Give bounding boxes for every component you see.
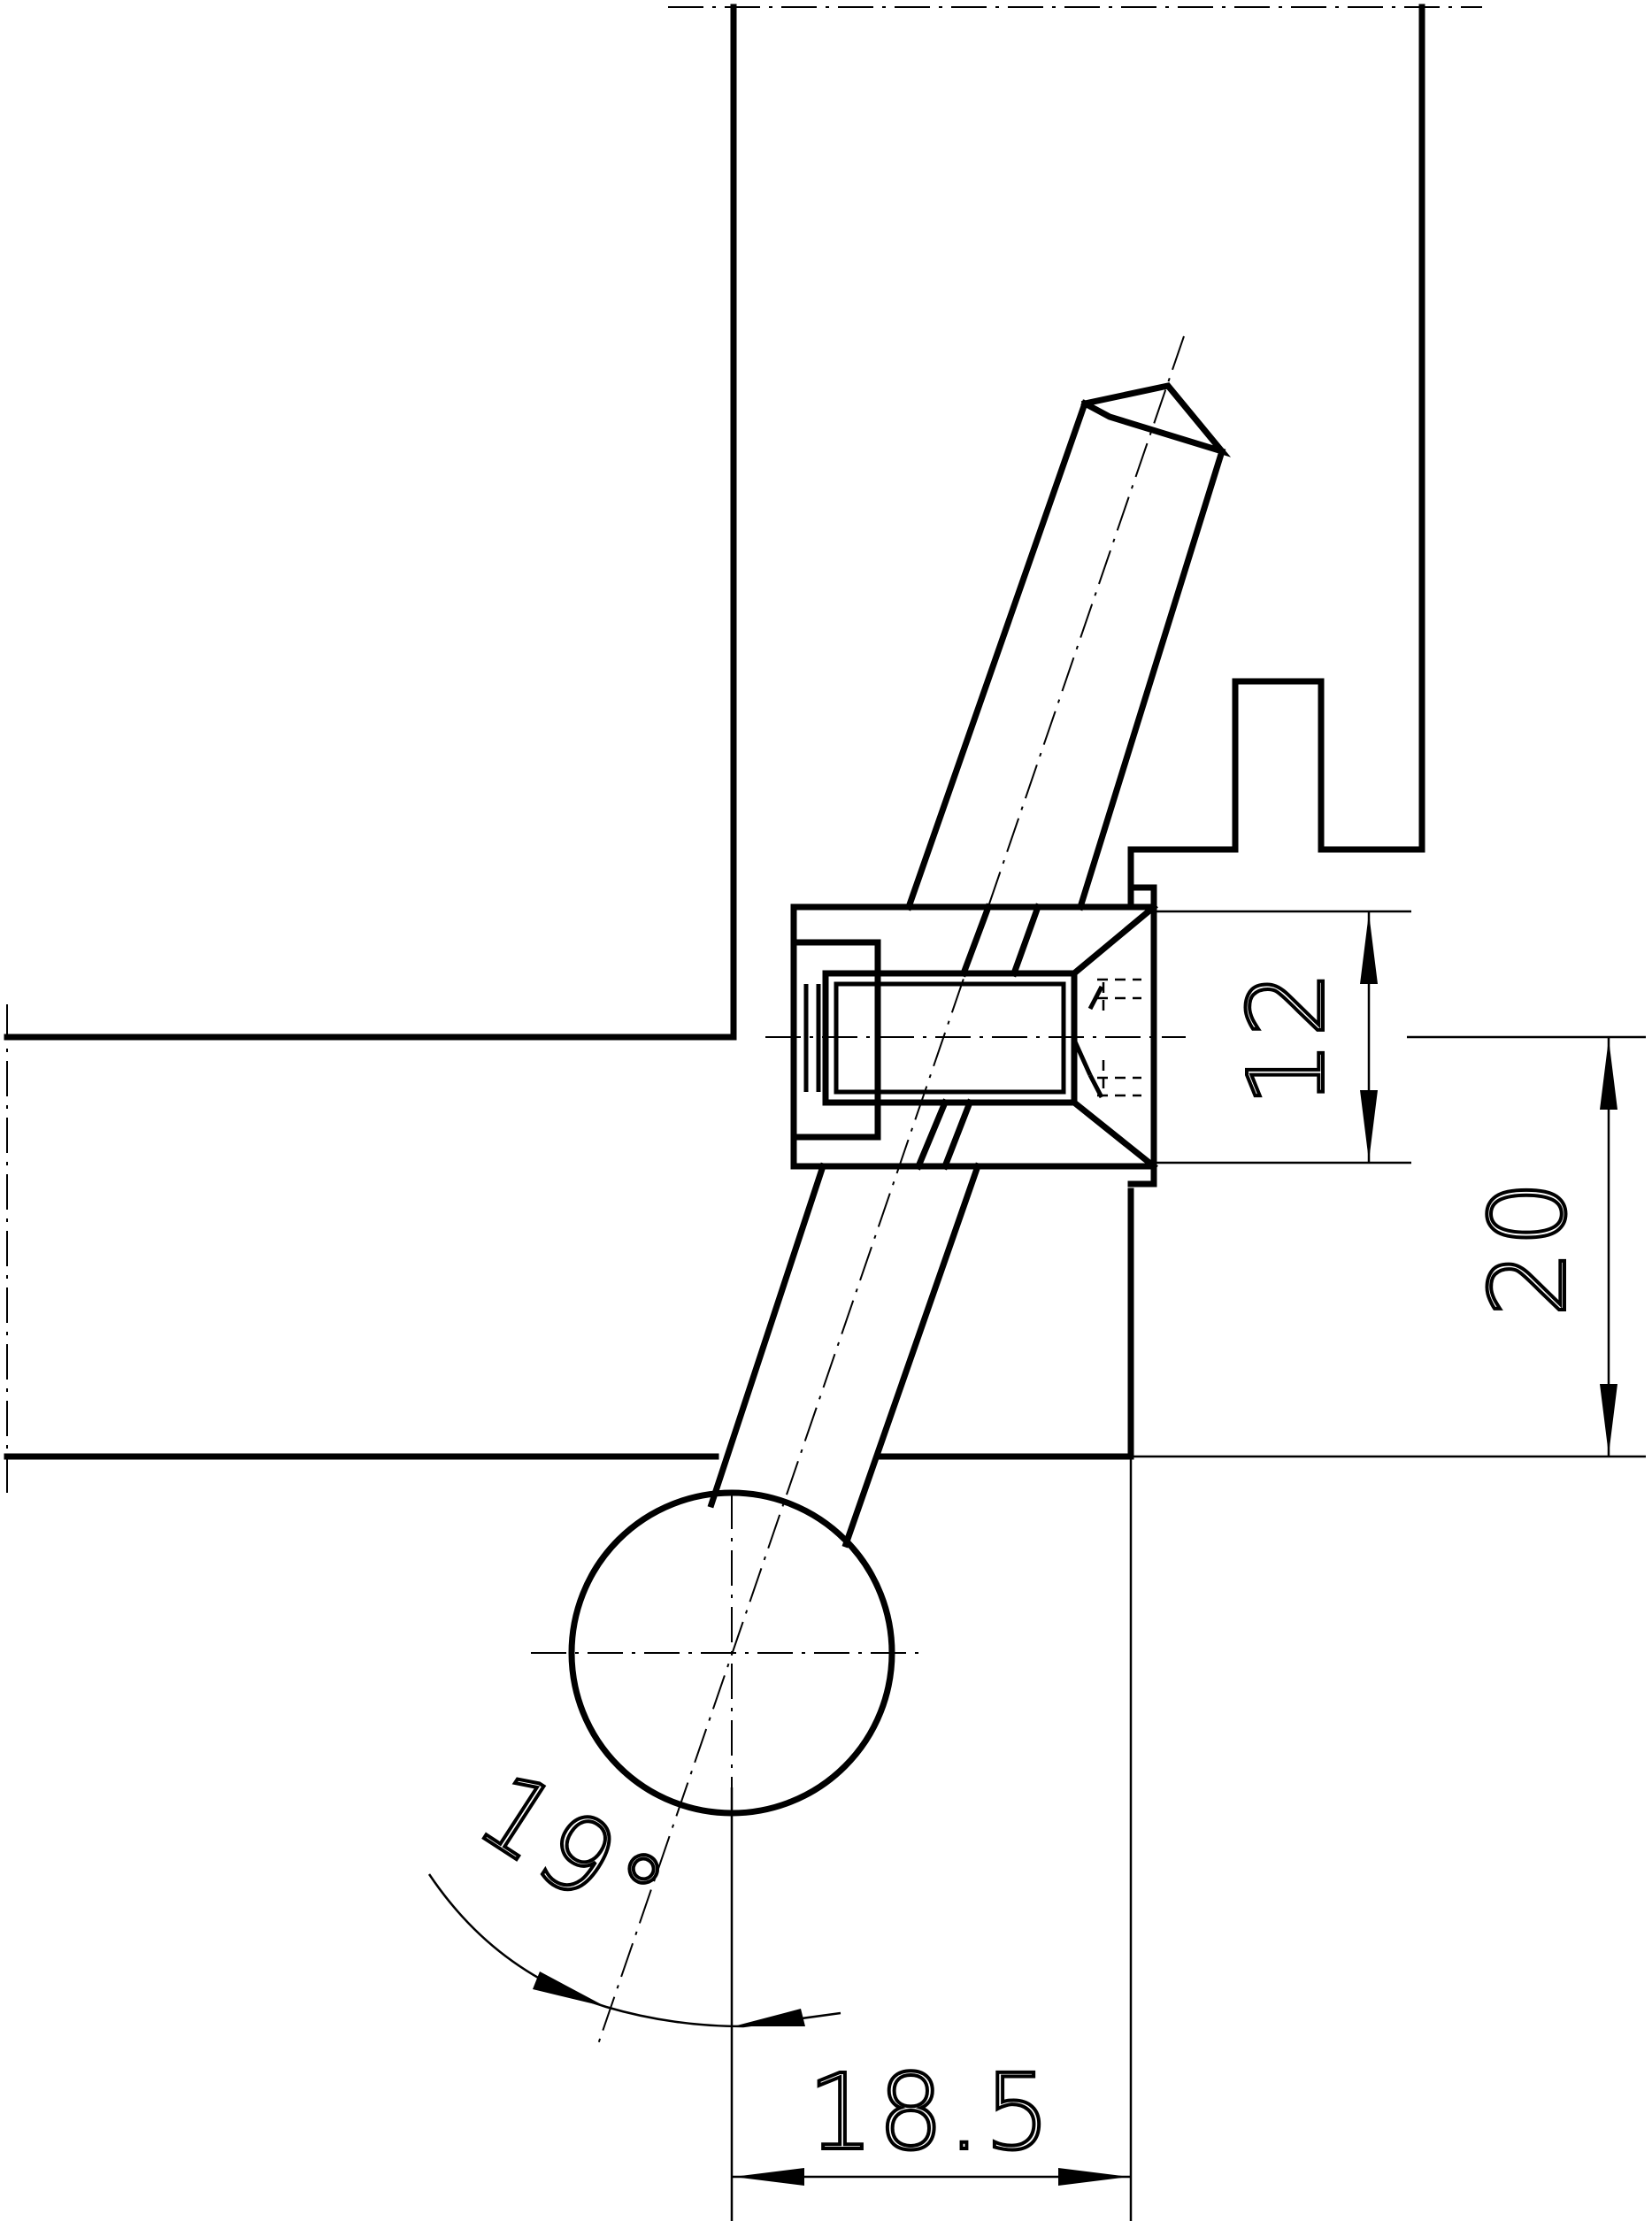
pin-inner-line-b xyxy=(1010,903,1042,978)
dimension-12: 12 xyxy=(1154,910,1411,1164)
hinge-pin xyxy=(596,335,1232,2048)
dimension-20: 20 xyxy=(1131,1035,1646,1458)
pin-inner-line-c xyxy=(914,1098,949,1171)
knuckle xyxy=(531,1489,925,1817)
pin-right-edge-lower xyxy=(841,1162,982,1549)
thread-taper-b xyxy=(1087,985,1104,1011)
bushing-block xyxy=(765,884,1186,1188)
countersink xyxy=(1070,903,1158,978)
dim185-label: 18.5 xyxy=(808,2051,1055,2173)
angle-arrow-left xyxy=(533,1972,606,2007)
dim20-label: 20 xyxy=(1467,1177,1589,1317)
angle-label: 19° xyxy=(457,1749,688,1957)
dim185-arrow-right xyxy=(1058,2168,1129,2186)
dimension-18-5: 18.5 xyxy=(730,1457,1133,2221)
thread-taper-a xyxy=(1072,1038,1093,1077)
upper-leaf-outline xyxy=(4,4,737,1041)
dim185-arrow-left xyxy=(734,2168,804,2186)
dim12-label: 12 xyxy=(1226,967,1348,1107)
pin-left-edge-lower xyxy=(707,1162,827,1509)
upper-leaf-right-edge xyxy=(1127,4,1425,891)
bushing-left-inner xyxy=(790,939,881,1141)
pin-inner-line-d xyxy=(941,1098,974,1171)
dim12-arrow-top xyxy=(1360,913,1378,984)
dim12-arrow-bottom xyxy=(1360,1090,1378,1161)
thread-taper-c xyxy=(1087,1073,1104,1099)
countersink-lower xyxy=(1070,1098,1158,1171)
dimension-angle: 19° xyxy=(427,1747,841,2028)
pin-axis-center-line xyxy=(596,335,1185,2048)
angle-arrow-right xyxy=(734,2009,805,2026)
dim20-arrow-top xyxy=(1600,1039,1617,1110)
pin-left-edge-upper xyxy=(904,399,1089,911)
pin-right-edge-upper xyxy=(1076,447,1226,911)
pin-tip xyxy=(1080,382,1232,457)
bushing-right-flange xyxy=(1127,884,1157,1188)
dim20-arrow-bottom xyxy=(1600,1384,1617,1455)
frame-outline xyxy=(4,4,1425,1460)
